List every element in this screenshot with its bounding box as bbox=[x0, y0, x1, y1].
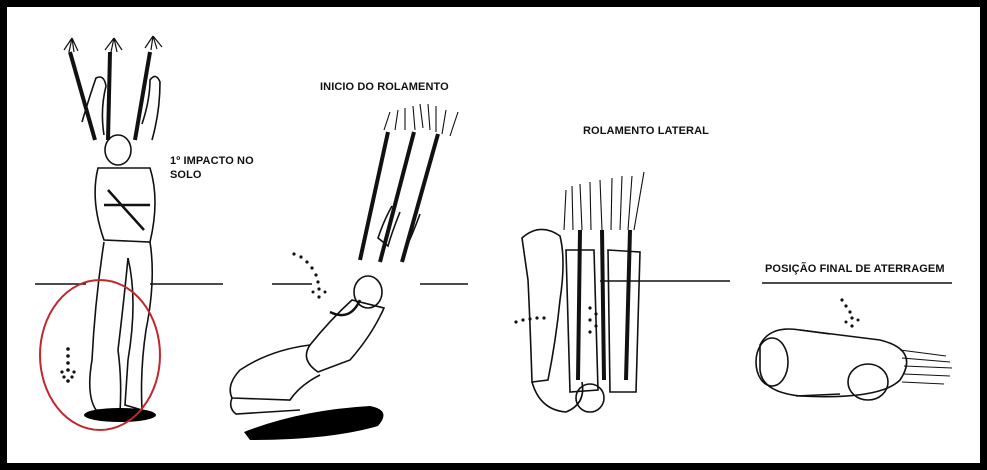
roll-arrow-icon bbox=[292, 252, 326, 298]
impact-highlight-circle bbox=[40, 280, 160, 430]
figure-first-impact bbox=[60, 36, 162, 422]
stage-label-lateral-roll: ROLAMENTO LATERAL bbox=[583, 124, 709, 138]
shadow-icon bbox=[244, 406, 383, 440]
stage-label-final-position: POSIÇÃO FINAL DE ATERRAGEM bbox=[765, 262, 945, 276]
stage-label-first-impact: 1º IMPACTO NO SOLO bbox=[170, 154, 280, 182]
ground-lines bbox=[35, 281, 952, 284]
parachute-lines-icon bbox=[900, 350, 952, 384]
shadow-icon bbox=[84, 408, 156, 422]
stage-label-roll-start: INICIO DO ROLAMENTO bbox=[320, 80, 449, 94]
impact-arrow-icon bbox=[840, 298, 859, 327]
figure-final-position bbox=[756, 298, 952, 400]
parachute-lines-icon bbox=[384, 104, 458, 136]
parachute-lines-icon bbox=[64, 36, 162, 52]
impact-arrow-icon bbox=[60, 347, 75, 383]
figure-lateral-roll bbox=[514, 172, 644, 412]
parachute-lines-icon bbox=[564, 172, 644, 230]
